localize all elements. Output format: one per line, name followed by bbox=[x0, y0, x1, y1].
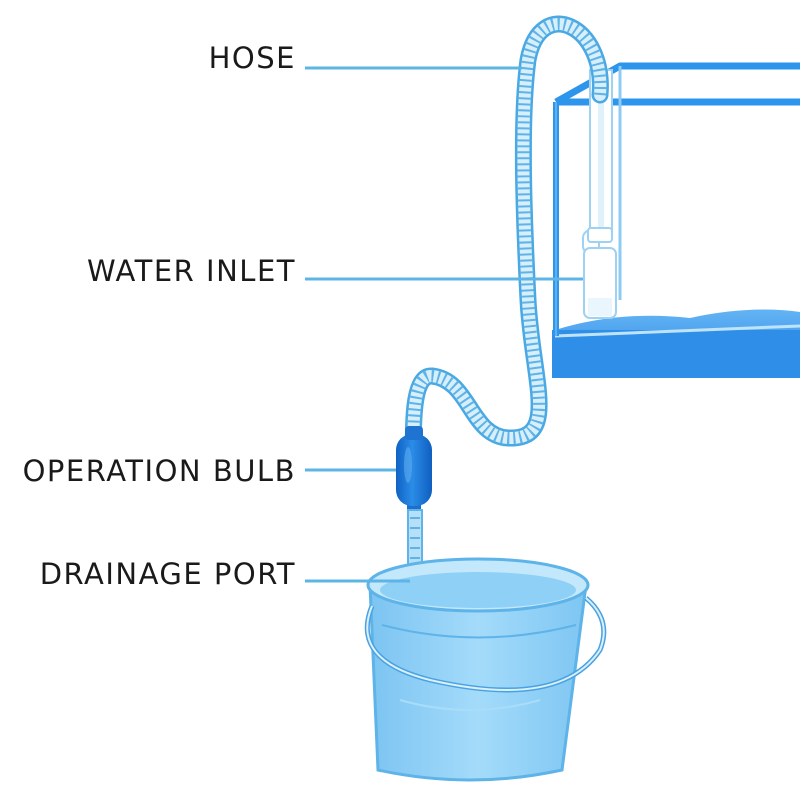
label-water-inlet: WATER INLET bbox=[86, 254, 296, 288]
operation-bulb bbox=[396, 426, 432, 512]
leader-lines bbox=[305, 66, 583, 583]
hose bbox=[404, 15, 609, 509]
label-operation-bulb: OPERATION BULB bbox=[22, 454, 296, 488]
tank-base bbox=[552, 330, 800, 378]
water-inlet bbox=[582, 69, 617, 319]
bucket bbox=[364, 557, 607, 782]
label-hose: HOSE bbox=[208, 41, 296, 75]
label-drainage-port: DRAINAGE PORT bbox=[39, 557, 296, 591]
aquarium-tank bbox=[552, 62, 800, 378]
